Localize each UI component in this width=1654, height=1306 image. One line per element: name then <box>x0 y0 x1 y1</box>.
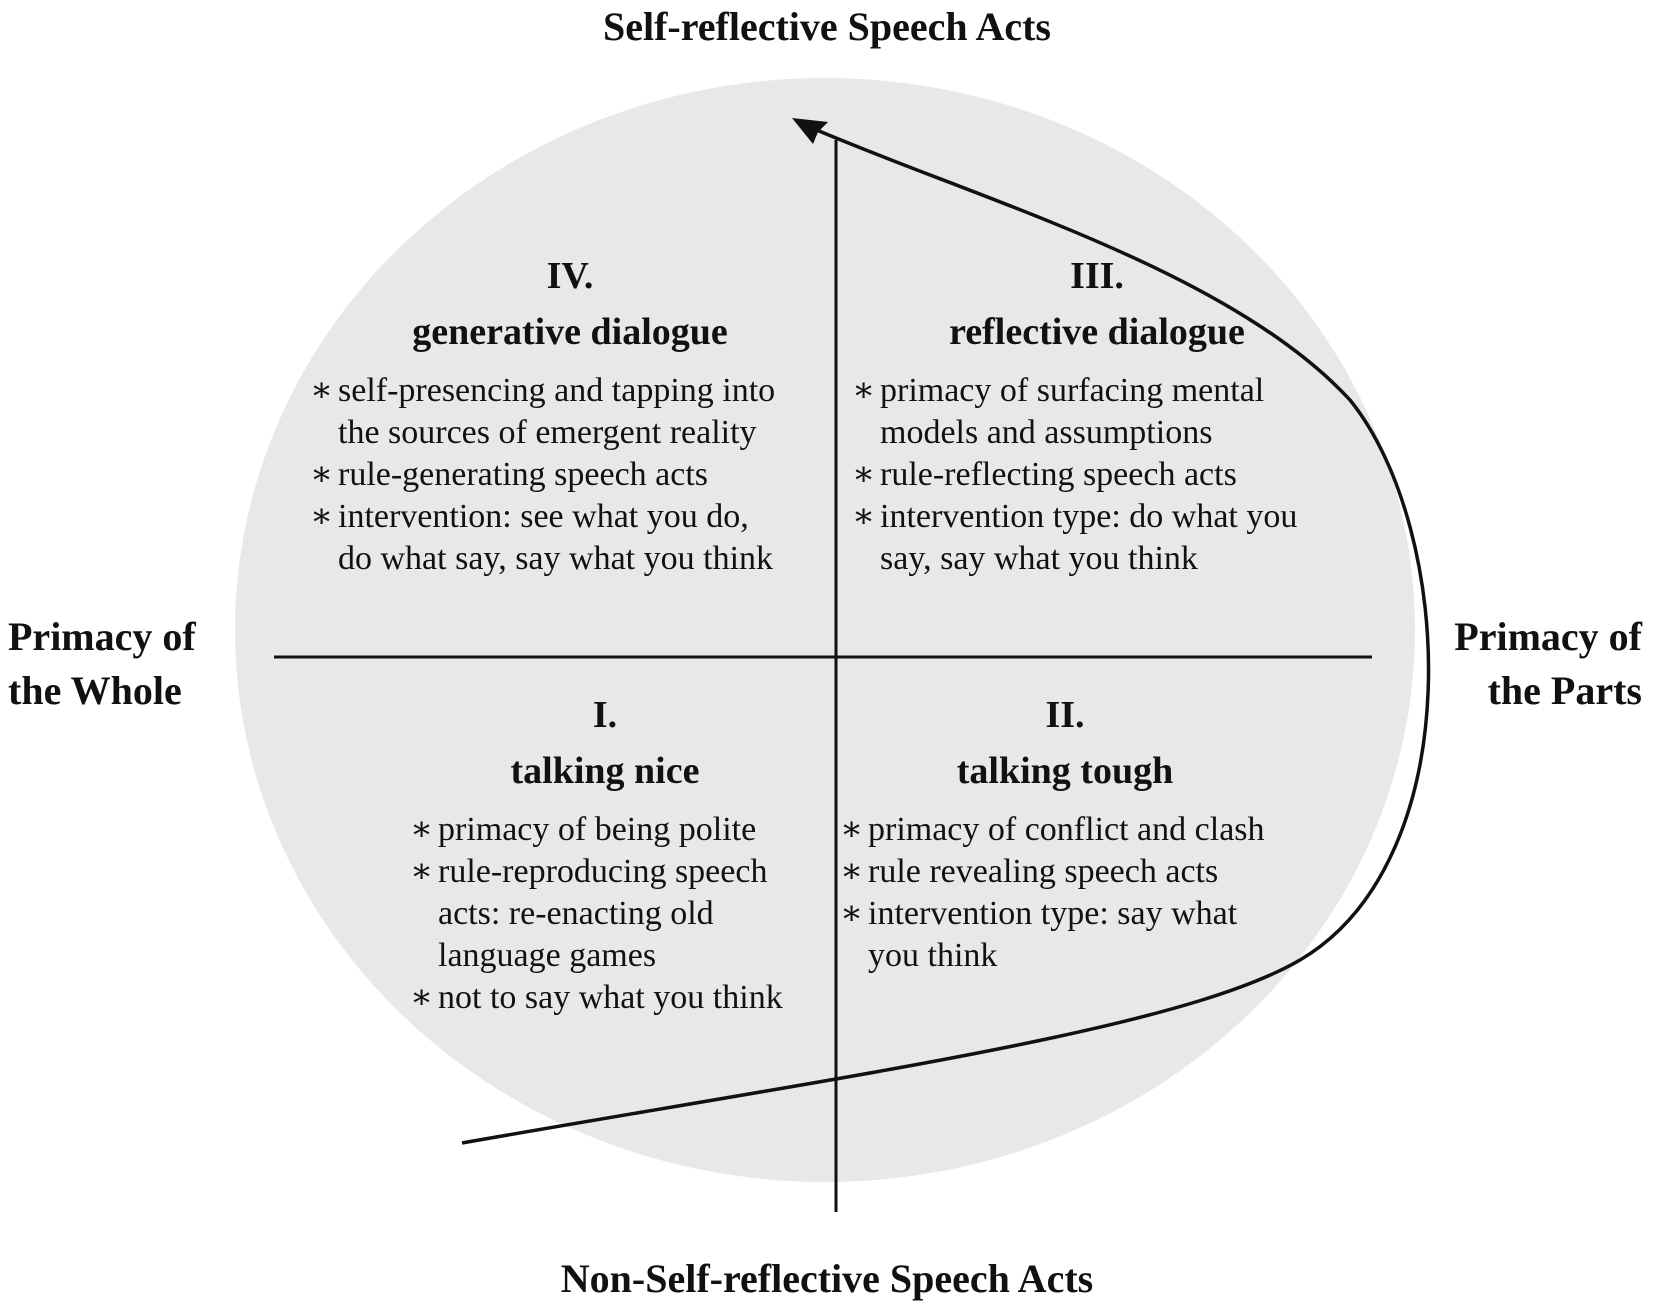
left-axis-label-line: the Whole <box>8 668 182 713</box>
bullet-item: rule-reproducing speech <box>410 851 830 893</box>
quadrant-title: talking tough <box>956 750 1174 792</box>
development-curve <box>461 126 1431 1145</box>
right-axis-label: Primacy of the Parts <box>1454 610 1642 718</box>
bullet-item: intervention type: do what you <box>852 496 1412 538</box>
bullet-item: intervention type: say what <box>840 893 1340 935</box>
quadrant-iv-generative-dialogue: IV. generative dialogue self-presencing … <box>310 248 840 580</box>
quadrant-item-list: primacy of conflict and clashrule reveal… <box>840 809 1340 977</box>
bullet-item: rule-generating speech acts <box>310 454 840 496</box>
bullet-item: self-presencing and tapping into <box>310 370 840 412</box>
quadrant-item-list: primacy of being politerule-reproducing … <box>410 809 830 1019</box>
quadrant-title: generative dialogue <box>412 311 728 353</box>
quadrant-numeral: II. <box>1045 694 1085 736</box>
bullet-item-continuation: say, say what you think <box>880 540 1198 577</box>
bullet-item: rule revealing speech acts <box>840 851 1340 893</box>
quadrant-iii-reflective-dialogue: III. reflective dialogue primacy of surf… <box>852 248 1412 580</box>
quadrant-numeral: IV. <box>546 255 594 297</box>
right-axis-label-line: the Parts <box>1487 668 1642 713</box>
bullet-item: intervention: see what you do, <box>310 496 840 538</box>
left-axis-label: Primacy of the Whole <box>8 610 196 718</box>
bullet-item-continuation: language games <box>438 937 657 974</box>
bullet-item: primacy of being polite <box>410 809 830 851</box>
bullet-item-continuation: models and assumptions <box>880 414 1213 451</box>
bullet-item-continuation: acts: re-enacting old <box>438 895 714 932</box>
bottom-axis-label: Non-Self-reflective Speech Acts <box>560 1256 1094 1301</box>
bullet-item: primacy of conflict and clash <box>840 809 1340 851</box>
bullet-item: rule-reflecting speech acts <box>852 454 1412 496</box>
quadrant-ii-talking-tough: II. talking tough primacy of conflict an… <box>840 687 1340 977</box>
bullet-item: not to say what you think <box>410 977 830 1019</box>
quadrant-title: reflective dialogue <box>949 311 1245 353</box>
bullet-item-continuation: you think <box>868 937 998 974</box>
quadrant-numeral: III. <box>1070 255 1124 297</box>
right-axis-label-line: Primacy of <box>1454 614 1642 659</box>
quadrant-i-talking-nice: I. talking nice primacy of being politer… <box>410 687 830 1019</box>
bullet-item: primacy of surfacing mental <box>852 370 1412 412</box>
left-axis-label-line: Primacy of <box>8 614 196 659</box>
arrowhead-icon <box>792 118 828 144</box>
quadrant-numeral: I. <box>592 694 618 736</box>
top-axis-label: Self-reflective Speech Acts <box>603 4 1051 49</box>
bullet-item-continuation: do what say, say what you think <box>338 540 774 577</box>
quadrant-title: talking nice <box>510 750 700 792</box>
bullet-item-continuation: the sources of emergent reality <box>338 414 757 451</box>
